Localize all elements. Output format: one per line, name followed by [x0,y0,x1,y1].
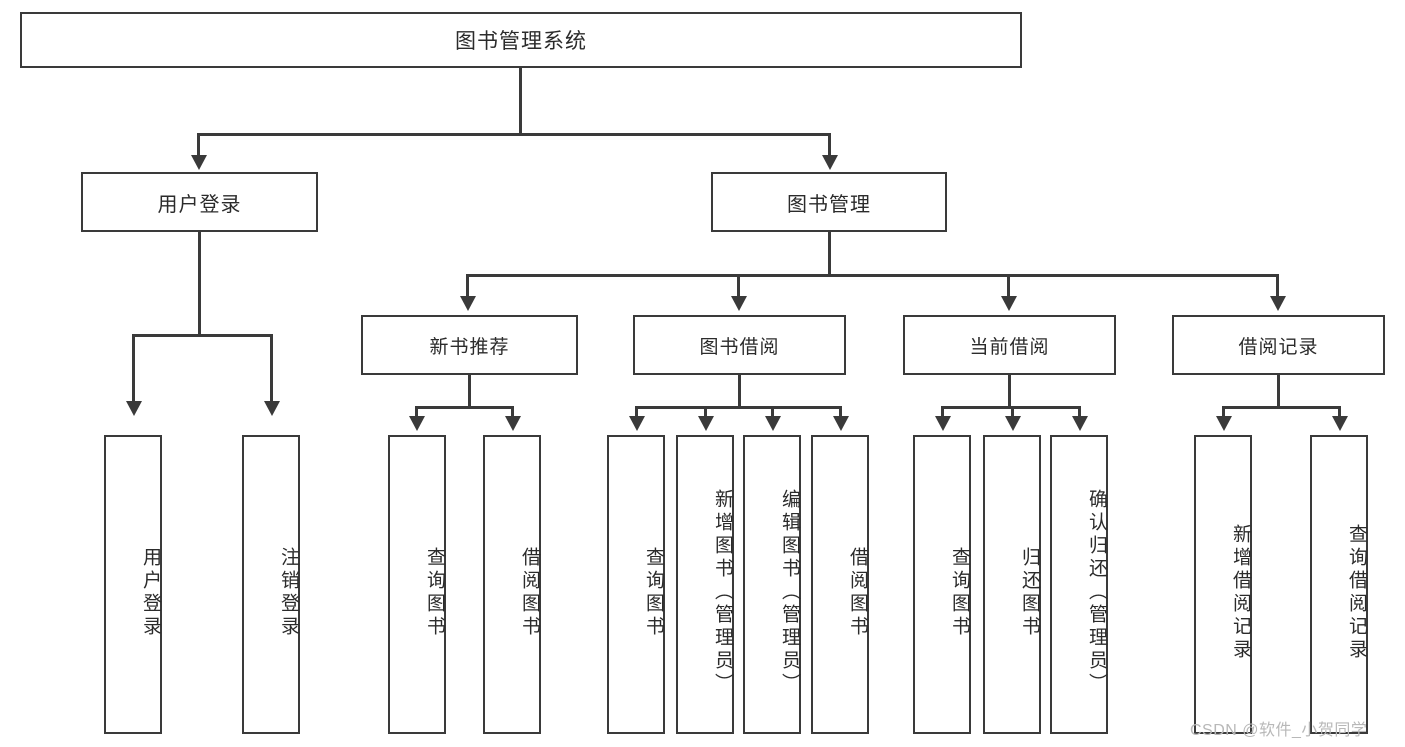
connector-book-management-stem [828,232,831,276]
connector-cb-to-leaf-3 [1078,406,1081,418]
csdn-watermark: CSDN @软件_小贺同学 [1190,722,1368,739]
leaf-query-borrow-record[interactable]: 查询借阅记录 [1310,435,1368,734]
connector-br-to-leaf-2 [1338,406,1341,418]
node-current-borrow[interactable]: 当前借阅 [903,315,1116,375]
connector-borrow-record-stem [1277,375,1280,408]
connector-borrow-record-bus [1222,406,1340,409]
connector-bm-to-new-book [466,274,469,299]
node-label: 借阅图书 [847,546,868,639]
arrow-br-to-leaf-2 [1332,416,1348,431]
arrow-cb-to-leaf-1 [935,416,951,431]
arrow-bm-to-book-borrow [731,296,747,311]
node-label: 注销登录 [278,546,299,639]
connector-user-login-bus [132,334,273,337]
connector-new-book-stem [468,375,471,408]
leaf-add-borrow-record[interactable]: 新增借阅记录 [1194,435,1252,734]
node-book-borrow[interactable]: 图书借阅 [633,315,846,375]
arrow-root-to-user-login [191,155,207,170]
connector-bb-to-leaf-2 [704,406,707,418]
leaf-borrow-book-bb[interactable]: 借阅图书 [811,435,869,734]
connector-user-login-to-leaf-1 [132,334,135,404]
node-label: 图书管理系统 [455,30,587,53]
arrow-br-to-leaf-1 [1216,416,1232,431]
leaf-borrow-book-nb[interactable]: 借阅图书 [483,435,541,734]
connector-user-login-to-leaf-2 [270,334,273,404]
connector-book-borrow-stem [738,375,741,408]
node-user-login[interactable]: 用户登录 [81,172,318,232]
arrow-cb-to-leaf-2 [1005,416,1021,431]
node-book-management[interactable]: 图书管理 [711,172,947,232]
node-label: 图书借阅 [699,336,780,358]
node-label: 查询图书 [643,546,664,639]
arrow-bb-to-leaf-2 [698,416,714,431]
arrow-nb-to-leaf-2 [505,416,521,431]
node-label: 借阅记录 [1238,336,1319,358]
arrow-bb-to-leaf-3 [765,416,781,431]
node-label: 图书管理 [787,193,871,216]
arrow-cb-to-leaf-3 [1072,416,1088,431]
connector-root-to-user-login [197,133,200,158]
node-borrow-record[interactable]: 借阅记录 [1172,315,1385,375]
connector-nb-to-leaf-2 [511,406,514,418]
arrow-user-login-to-leaf-2 [264,401,280,416]
connector-bm-to-current-borrow [1007,274,1010,299]
connector-book-management-bus [466,274,1278,277]
leaf-query-book-cb[interactable]: 查询图书 [913,435,971,734]
connector-br-to-leaf-1 [1222,406,1225,418]
leaf-logout[interactable]: 注销登录 [242,435,300,734]
node-label: 确认归还（管理员） [1086,489,1107,696]
node-label: 借阅图书 [519,546,540,639]
arrow-user-login-to-leaf-1 [126,401,142,416]
connector-current-borrow-stem [1008,375,1011,408]
arrow-nb-to-leaf-1 [409,416,425,431]
connector-cb-to-leaf-2 [1011,406,1014,418]
connector-new-book-bus [415,406,513,409]
connector-root-stem [519,68,522,134]
arrow-bm-to-borrow-record [1270,296,1286,311]
connector-bb-to-leaf-1 [635,406,638,418]
arrow-bm-to-new-book [460,296,476,311]
node-label: 新增借阅记录 [1230,523,1251,662]
node-label: 新书推荐 [429,336,510,358]
leaf-return-book[interactable]: 归还图书 [983,435,1041,734]
leaf-query-book-bb[interactable]: 查询图书 [607,435,665,734]
arrow-bb-to-leaf-4 [833,416,849,431]
node-label: 查询图书 [424,546,445,639]
connector-root-bus [197,133,831,136]
node-new-book-recommend[interactable]: 新书推荐 [361,315,578,375]
leaf-user-login[interactable]: 用户登录 [104,435,162,734]
node-label: 查询借阅记录 [1346,523,1367,662]
connector-cb-to-leaf-1 [941,406,944,418]
node-label: 查询图书 [949,546,970,639]
connector-current-borrow-bus [941,406,1080,409]
node-label: 新增图书（管理员） [712,489,733,696]
arrow-bb-to-leaf-1 [629,416,645,431]
leaf-query-book-nb[interactable]: 查询图书 [388,435,446,734]
arrow-root-to-book-management [822,155,838,170]
connector-bb-to-leaf-4 [839,406,842,418]
node-label: 归还图书 [1019,546,1040,639]
connector-bm-to-borrow-record [1276,274,1279,299]
leaf-edit-book-admin[interactable]: 编辑图书（管理员） [743,435,801,734]
connector-user-login-stem [198,232,201,336]
node-label: 编辑图书（管理员） [779,489,800,696]
connector-bm-to-book-borrow [737,274,740,299]
arrow-bm-to-current-borrow [1001,296,1017,311]
leaf-add-book-admin[interactable]: 新增图书（管理员） [676,435,734,734]
connector-nb-to-leaf-1 [415,406,418,418]
node-label: 当前借阅 [969,336,1050,358]
connector-bb-to-leaf-3 [771,406,774,418]
leaf-confirm-return-admin[interactable]: 确认归还（管理员） [1050,435,1108,734]
node-label: 用户登录 [140,546,161,639]
connector-root-to-book-management [828,133,831,158]
node-root-book-management-system[interactable]: 图书管理系统 [20,12,1022,68]
connector-book-borrow-bus [635,406,841,409]
node-label: 用户登录 [157,193,242,216]
